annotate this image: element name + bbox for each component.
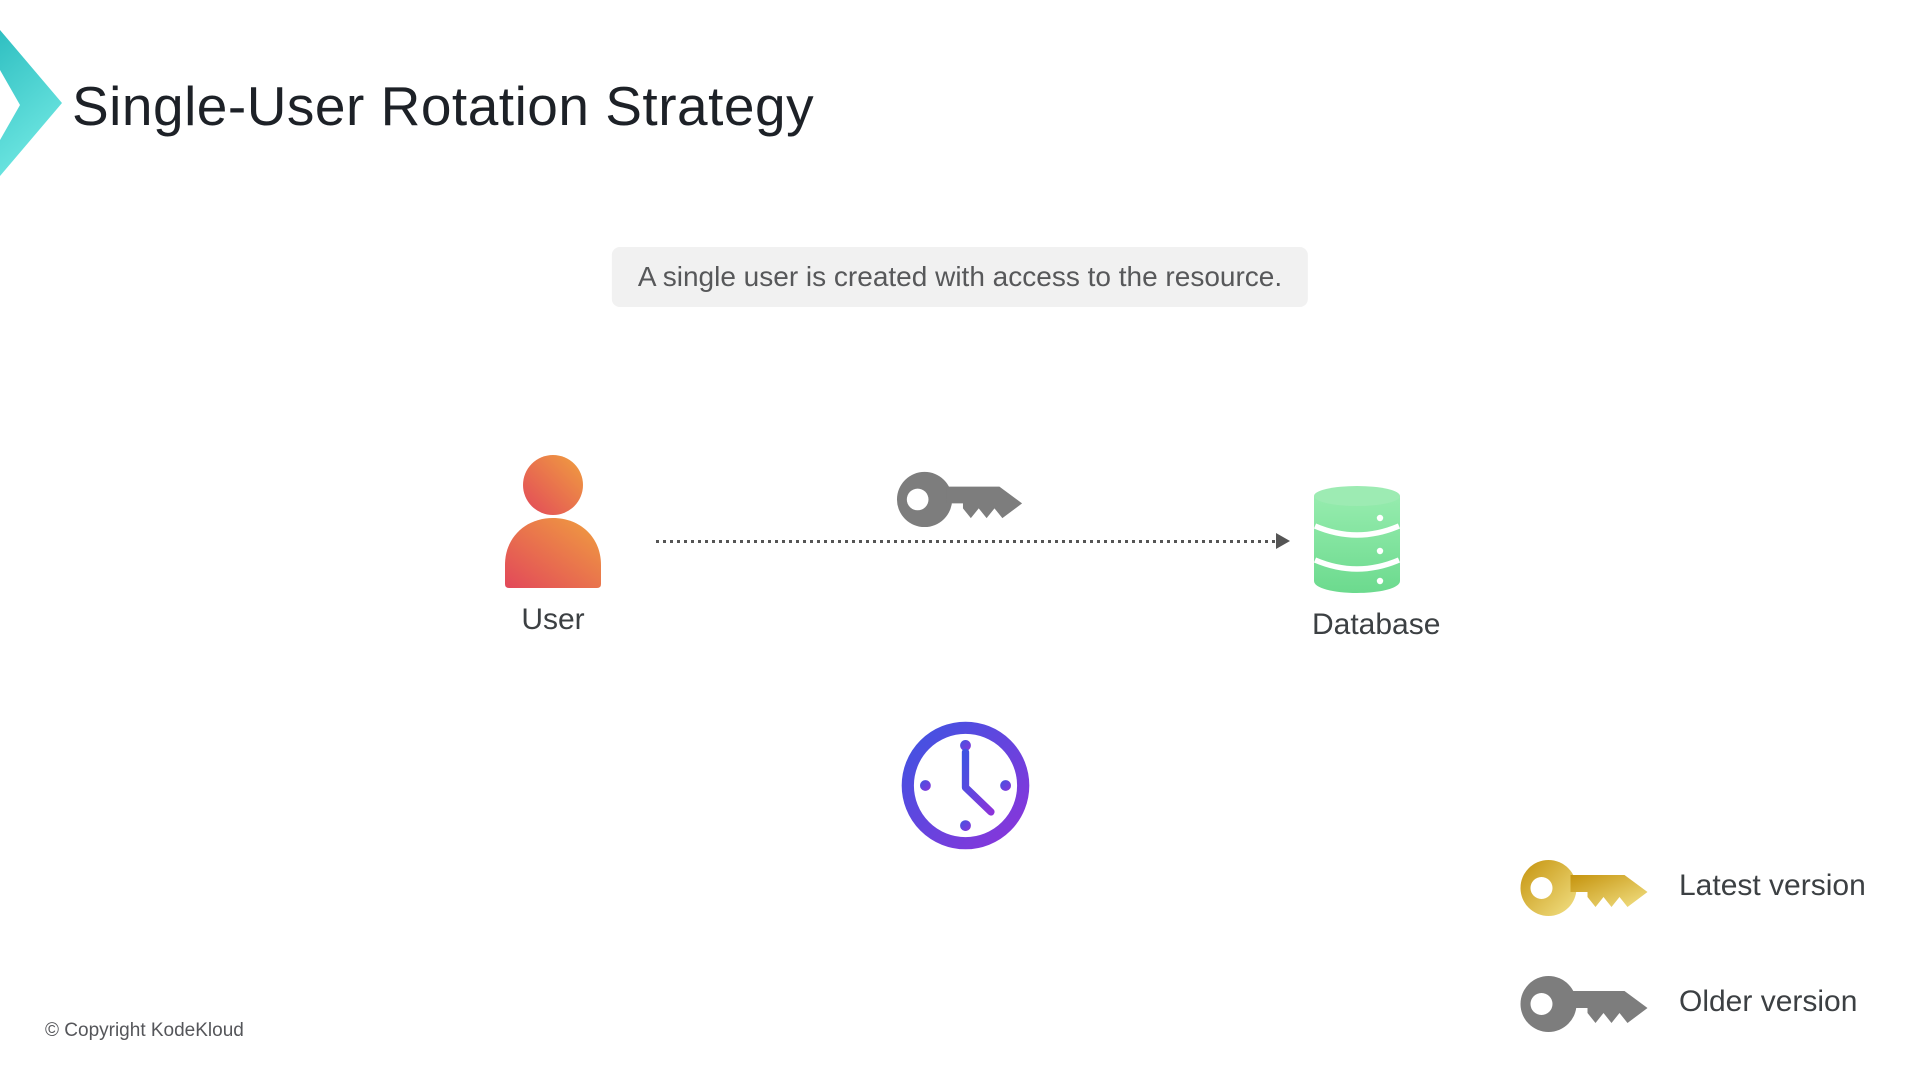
legend-item-older: Older version (1518, 966, 1857, 1038)
clock-icon (901, 721, 1030, 850)
user-node: User (492, 452, 614, 637)
legend-label-older: Older version (1679, 985, 1858, 1018)
key-icon (896, 471, 1023, 528)
page-title: Single-User Rotation Strategy (72, 75, 815, 137)
copyright-text: © Copyright KodeKloud (45, 1020, 244, 1041)
arrowhead-icon (1276, 533, 1290, 549)
kodekloud-chevron-icon (0, 30, 62, 176)
database-label: Database (1312, 608, 1441, 641)
key-icon-gold (1520, 860, 1648, 916)
legend-item-latest: Latest version (1518, 850, 1866, 922)
person-icon (505, 455, 601, 588)
database-node: Database (1312, 485, 1441, 642)
user-label: User (521, 603, 585, 636)
description-box: A single user is created with access to … (611, 247, 1309, 307)
key-icon-gray (1520, 976, 1648, 1032)
database-cylinder-icon (1313, 486, 1401, 593)
legend-label-latest: Latest version (1679, 869, 1866, 902)
arrow-user-to-database (656, 533, 1290, 549)
